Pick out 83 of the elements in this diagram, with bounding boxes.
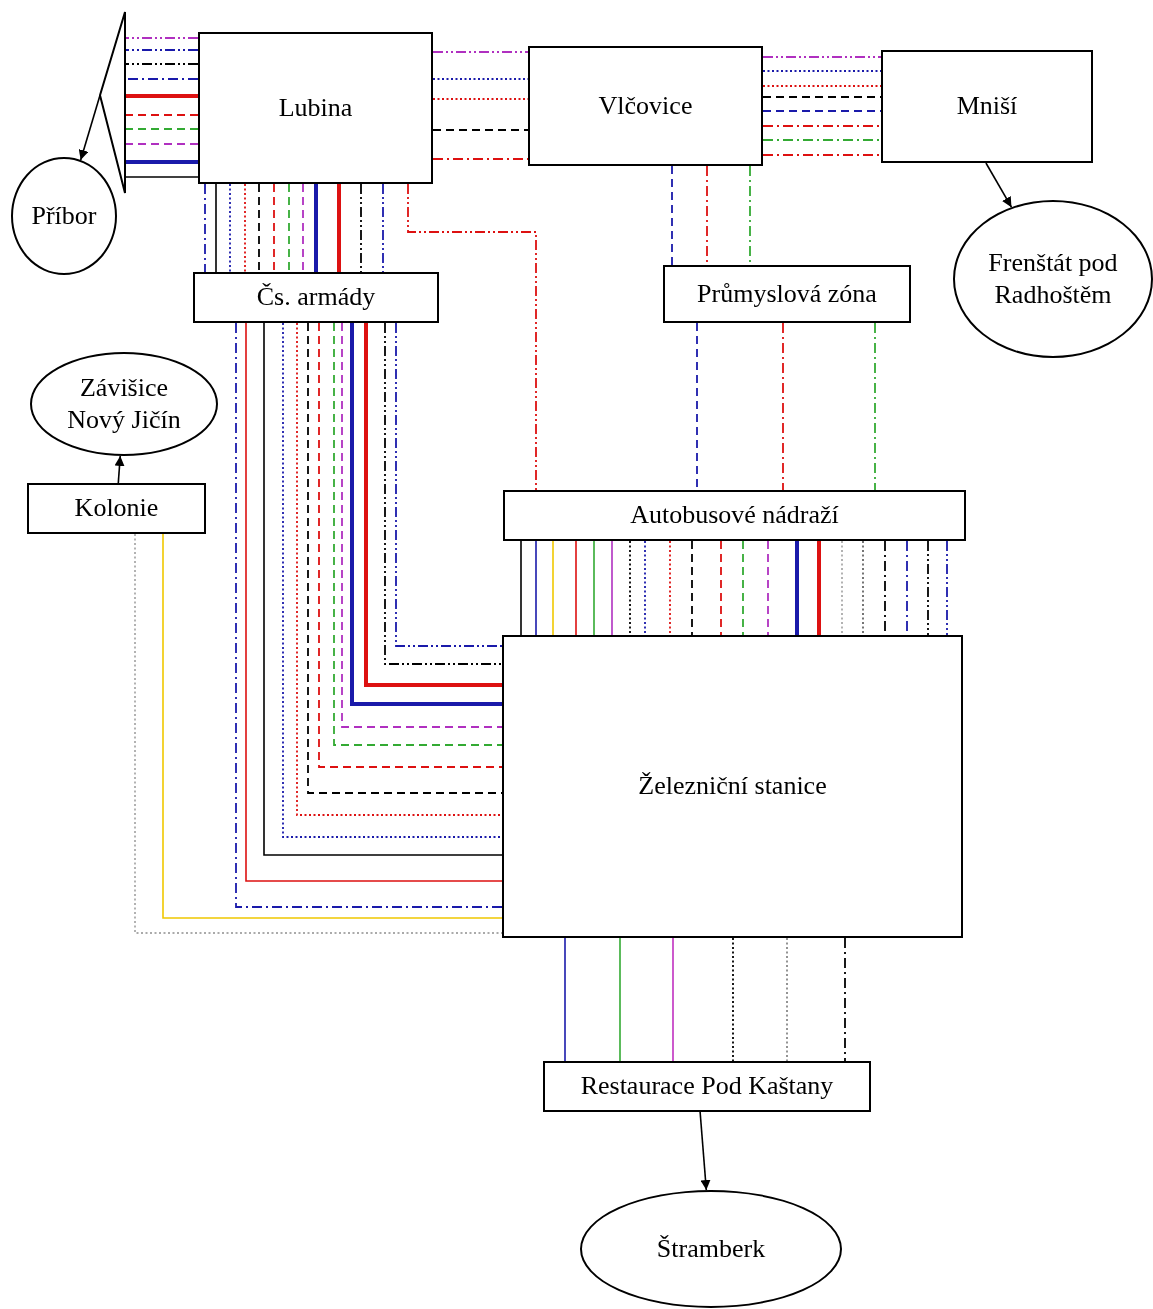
stop-name: Štramberk xyxy=(656,1232,766,1265)
bus-route-line xyxy=(360,183,362,273)
stop-name: Závišice Nový Jičín xyxy=(66,371,182,436)
bus-route-line xyxy=(762,154,882,156)
bus-route-line xyxy=(575,540,577,636)
stop-name: Vlčovice xyxy=(598,89,693,122)
bus-route-line xyxy=(288,183,290,273)
bus-route-line xyxy=(795,541,799,635)
stop-name: Restaurace Pod Kaštany xyxy=(580,1070,834,1103)
bus-route-line xyxy=(669,540,671,636)
bus-route-line xyxy=(946,540,948,636)
bus-route-line xyxy=(844,937,846,1062)
bus-route-line xyxy=(720,540,722,636)
bus-route-line xyxy=(126,94,198,98)
bus-route-line xyxy=(672,937,674,1062)
bus-route-line xyxy=(564,937,566,1062)
bus-route-line xyxy=(273,183,275,273)
bus-route-line xyxy=(535,540,537,636)
bus-route-line xyxy=(671,165,673,266)
bus-route-line xyxy=(125,128,199,130)
bus-route-line xyxy=(314,184,318,272)
bus-route-line xyxy=(767,540,769,636)
stop-name: Příbor xyxy=(31,199,97,232)
bus-route-line xyxy=(204,183,206,273)
stop-box xyxy=(27,483,206,534)
bus-route-line xyxy=(337,184,341,272)
bus-route-line xyxy=(786,937,788,1062)
bus-route-line xyxy=(862,540,864,636)
stop-box xyxy=(502,635,963,938)
bus-route-line xyxy=(229,183,231,273)
bus-route-line xyxy=(244,183,246,273)
stop-box xyxy=(503,490,966,541)
bus-route-line xyxy=(762,139,882,141)
bus-route-line xyxy=(644,540,646,636)
bus-route-line xyxy=(302,183,304,273)
bus-route-line xyxy=(382,183,384,273)
bus-route-line xyxy=(125,143,199,145)
bus-route-line xyxy=(762,56,882,58)
bus-route-line xyxy=(619,937,621,1062)
bus-route-line xyxy=(552,540,554,636)
bus-route-line xyxy=(691,540,693,636)
bus-route-line xyxy=(258,183,260,273)
bus-route-line xyxy=(125,176,199,178)
stop-box xyxy=(881,50,1093,163)
bus-route-line xyxy=(432,51,529,53)
stop-name: Průmyslová zóna xyxy=(697,277,877,310)
arrow xyxy=(78,94,101,161)
bus-route-line xyxy=(841,540,843,636)
bus-route-line xyxy=(782,322,784,491)
stop-name: Mniší xyxy=(956,90,1018,123)
bus-route-line xyxy=(927,540,929,636)
stop-box xyxy=(663,265,911,323)
arrow xyxy=(699,1111,711,1191)
stop-name: Železniční stanice xyxy=(638,770,827,803)
bus-route-line xyxy=(125,114,199,116)
bus-route-line xyxy=(732,937,734,1062)
stop-box xyxy=(543,1061,871,1112)
bus-route-line xyxy=(126,160,198,164)
stop-name: Frenštát pod Radhoštěm xyxy=(987,246,1119,311)
stop-box xyxy=(198,32,433,184)
stop-box xyxy=(528,46,763,166)
bus-route-line xyxy=(432,129,529,131)
bus-route-line xyxy=(215,183,217,273)
bus-route-line xyxy=(874,322,876,491)
bus-route-line xyxy=(762,125,882,127)
arrow xyxy=(114,455,125,484)
bus-route-line xyxy=(742,540,744,636)
bus-route-line xyxy=(125,78,199,80)
bus-route-line xyxy=(125,49,199,51)
bus-route-line xyxy=(629,540,631,636)
stop-name: Čs. armády xyxy=(256,281,376,314)
stop-name: Autobusové nádraží xyxy=(630,499,839,532)
bus-route-line xyxy=(125,63,199,65)
stop-name: Lubina xyxy=(278,91,353,124)
stop-name: Kolonie xyxy=(74,492,159,525)
bus-route-line xyxy=(520,540,522,636)
bus-route-line xyxy=(125,37,199,39)
bus-route-line xyxy=(593,540,595,636)
stop-box xyxy=(193,272,439,323)
bus-route-line xyxy=(611,540,613,636)
bus-route-line xyxy=(817,541,821,635)
bus-route-line xyxy=(407,183,537,491)
arrow xyxy=(985,162,1013,208)
